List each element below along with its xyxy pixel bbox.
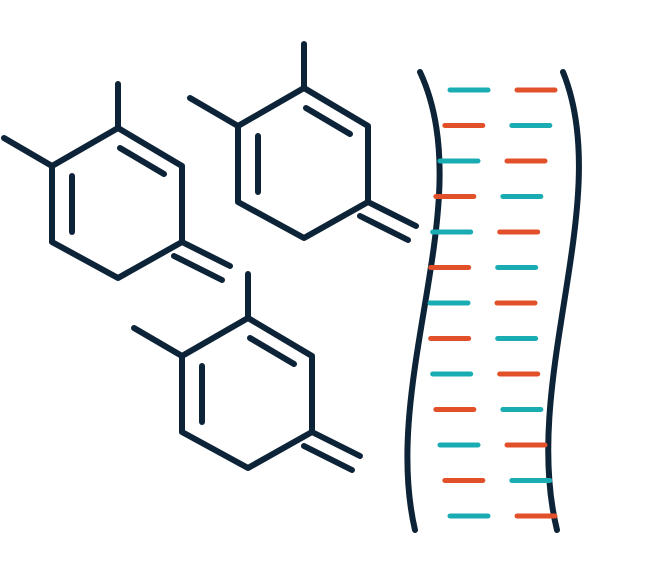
dna-right-strand <box>545 69 582 533</box>
dna-strip <box>404 69 582 533</box>
exo-double-bond <box>365 199 419 229</box>
exo-double-bond <box>357 213 411 243</box>
methyl-bond <box>131 325 185 359</box>
dna-left-strand <box>404 69 443 533</box>
methyl-bond <box>1 135 55 169</box>
molecule-top-right <box>187 41 419 243</box>
exo-double-bond <box>171 253 225 283</box>
molecule-bottom <box>131 271 363 473</box>
molecules-group <box>1 41 419 473</box>
double-bond-inner <box>247 335 297 367</box>
exo-double-bond <box>309 429 363 459</box>
double-bond-inner <box>303 105 353 137</box>
exo-double-bond <box>301 443 355 473</box>
molecule-top-left <box>1 81 233 283</box>
methyl-bond <box>187 95 241 129</box>
exo-double-bond <box>179 239 233 269</box>
double-bond-inner <box>117 145 167 177</box>
